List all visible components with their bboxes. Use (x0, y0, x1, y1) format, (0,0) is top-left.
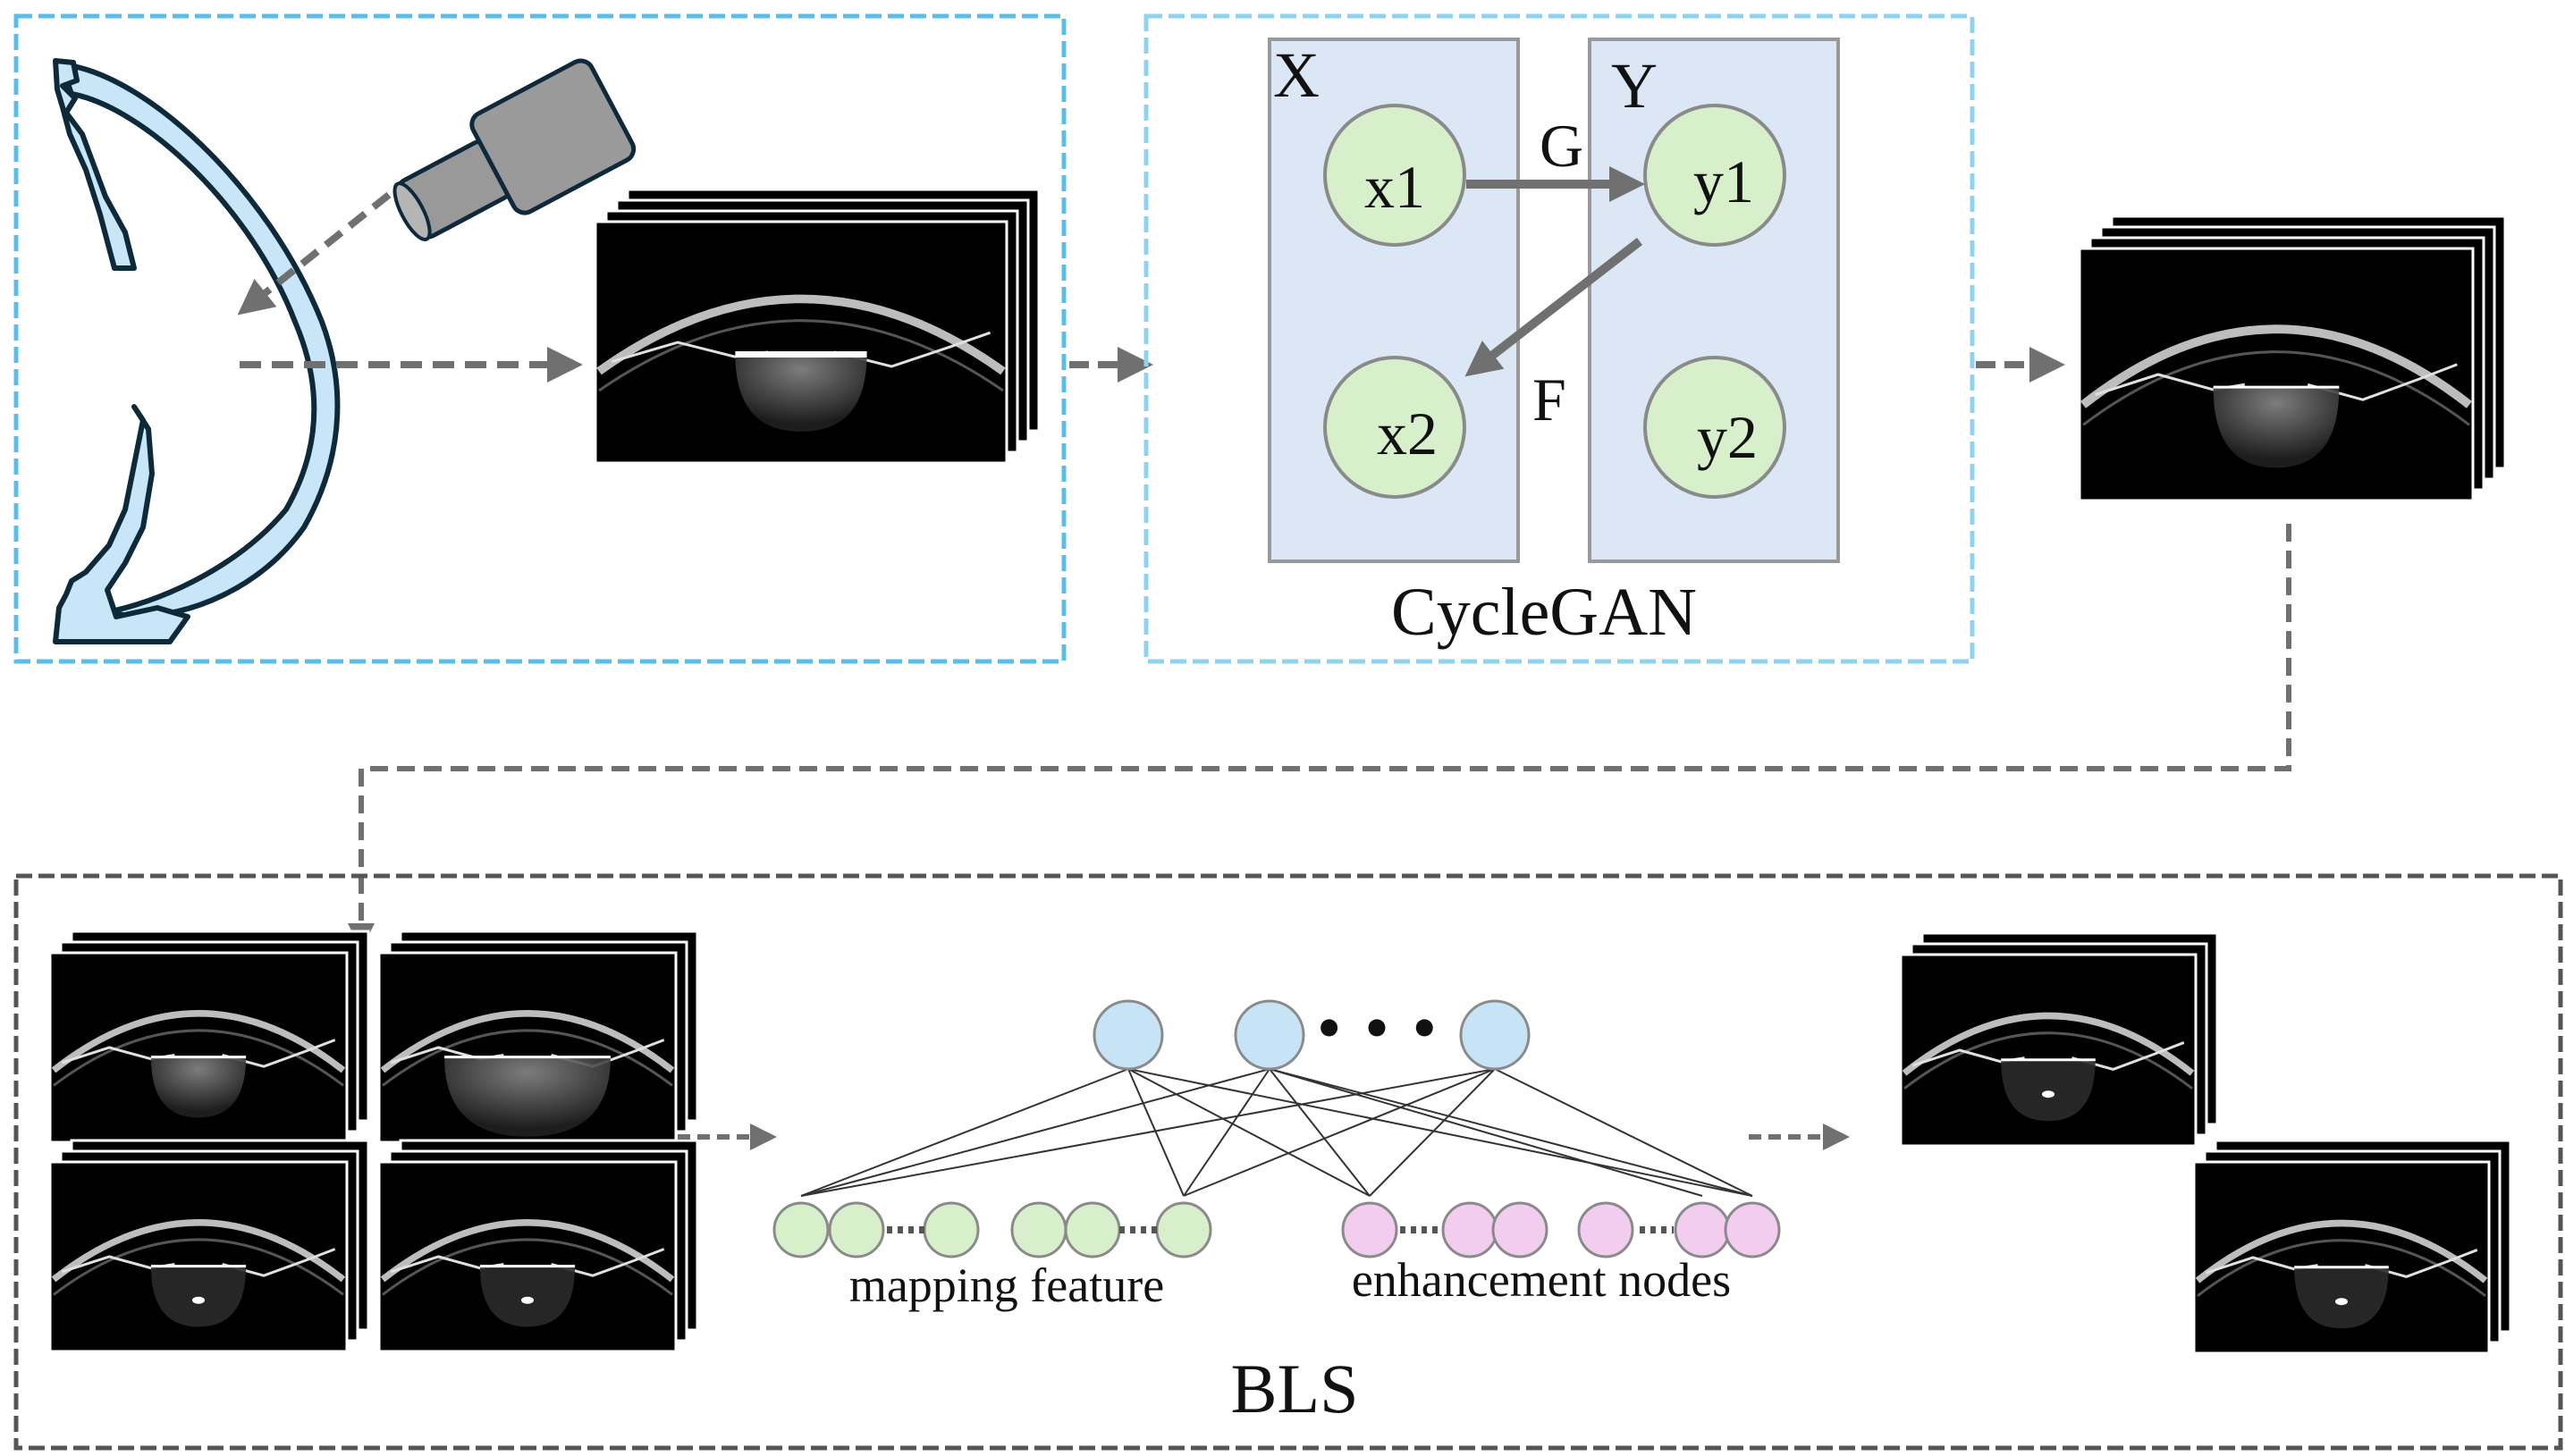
acquisition-box (13, 13, 1067, 664)
generator-g-label: G (1540, 112, 1583, 180)
node-x2: x2 (1323, 356, 1466, 499)
bls-edge (1127, 1068, 1371, 1197)
bls-enhancement-node (1491, 1201, 1548, 1258)
bls-box (13, 873, 2563, 1451)
bls-enhancement-nodes (1341, 1201, 1781, 1258)
generator-f-arrow (1464, 238, 1643, 377)
connector-to-bls (348, 524, 2291, 950)
bls-edge (800, 1068, 1129, 1197)
bls-mapping-nodes (772, 1201, 1212, 1258)
bls-enhancement-node (1341, 1201, 1398, 1258)
bls-mapping-node (1155, 1201, 1212, 1258)
svg-text:x1: x1 (1364, 153, 1425, 221)
bls-edge (1494, 1068, 1753, 1197)
oct-stack-train-1 (48, 930, 370, 1144)
oct-stack-train-2 (377, 930, 699, 1144)
bls-edge (1183, 1068, 1270, 1197)
oct-probe-icon (392, 58, 637, 241)
hidden-ellipsis: • • • (1313, 1001, 1439, 1057)
oct-stack-translated (2078, 215, 2507, 502)
bls-edge (1127, 1068, 1185, 1197)
cyclegan-box (1143, 13, 1975, 664)
mapping-feature-label: mapping feature (849, 1258, 1164, 1312)
bls-hidden-node (1234, 999, 1305, 1071)
node-x1: x1 (1323, 104, 1466, 247)
domain-y-label: Y (1611, 50, 1658, 122)
svg-text:x2: x2 (1377, 400, 1438, 467)
bls-network: • • • (772, 999, 1781, 1258)
bls-edge (1269, 1068, 1753, 1197)
bls-mapping-node (1064, 1201, 1121, 1258)
bls-enhancement-node (1674, 1201, 1731, 1258)
bls-enhancement-node (1577, 1201, 1634, 1258)
bls-edge (1369, 1068, 1496, 1197)
svg-text:y1: y1 (1693, 147, 1754, 215)
bls-enhancement-node (1441, 1201, 1498, 1258)
bls-mapping-node (923, 1201, 980, 1258)
bls-edge (1183, 1068, 1496, 1197)
bls-enhancement-node (1724, 1201, 1781, 1258)
bls-mapping-node (1010, 1201, 1067, 1258)
bls-edge (1269, 1068, 1371, 1197)
bls-edge (1127, 1068, 1753, 1197)
bls-edge (1269, 1068, 1703, 1197)
bls-edge (800, 1068, 1270, 1197)
oct-stack-raw (594, 188, 1041, 465)
bls-network-edges (800, 1068, 1753, 1197)
domain-x-label: X (1273, 39, 1320, 111)
bls-label: BLS (1230, 1350, 1358, 1427)
generator-f-label: F (1532, 366, 1566, 433)
node-y1: y1 (1643, 104, 1786, 247)
cyclegan-label: CycleGAN (1391, 575, 1697, 650)
bls-mapping-node (772, 1201, 830, 1258)
svg-text:y2: y2 (1697, 403, 1758, 471)
bls-hidden-node (1093, 999, 1164, 1071)
bls-mapping-node (828, 1201, 885, 1258)
bls-hidden-layer (1093, 999, 1531, 1071)
oct-stack-output-1 (1899, 931, 2219, 1148)
oct-stack-output-2 (2192, 1139, 2512, 1355)
node-y2: y2 (1643, 356, 1786, 499)
enhancement-nodes-label: enhancement nodes (1352, 1253, 1731, 1307)
probe-beam-arrow (237, 191, 392, 316)
oct-stack-train-3 (48, 1139, 370, 1353)
eye-cross-section-icon (53, 58, 341, 644)
bls-hidden-node (1459, 999, 1531, 1071)
oct-stack-train-4 (377, 1139, 699, 1353)
bls-edge (800, 1068, 1496, 1197)
